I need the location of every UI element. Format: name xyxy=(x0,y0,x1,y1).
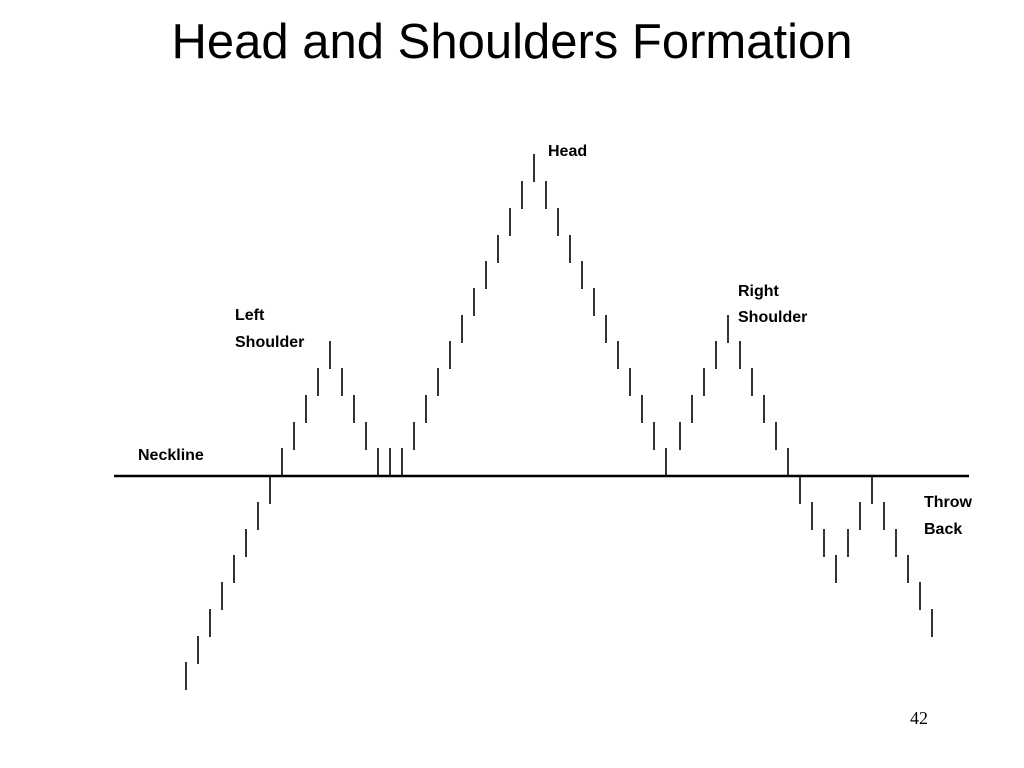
neckline-label: Neckline xyxy=(138,447,204,464)
page-number: 42 xyxy=(910,708,928,728)
right-shoulder-label-line1: Right xyxy=(738,283,780,300)
right-shoulder-label-line2: Shoulder xyxy=(738,309,807,326)
slide-title: Head and Shoulders Formation xyxy=(171,15,853,69)
price-bars xyxy=(185,154,933,690)
left-shoulder-label-line1: Left xyxy=(235,307,265,324)
throw-back-label-line1: Throw xyxy=(924,494,973,511)
head-label: Head xyxy=(548,143,587,160)
left-shoulder-label-line2: Shoulder xyxy=(235,334,304,351)
throw-back-label-line2: Back xyxy=(924,521,962,538)
